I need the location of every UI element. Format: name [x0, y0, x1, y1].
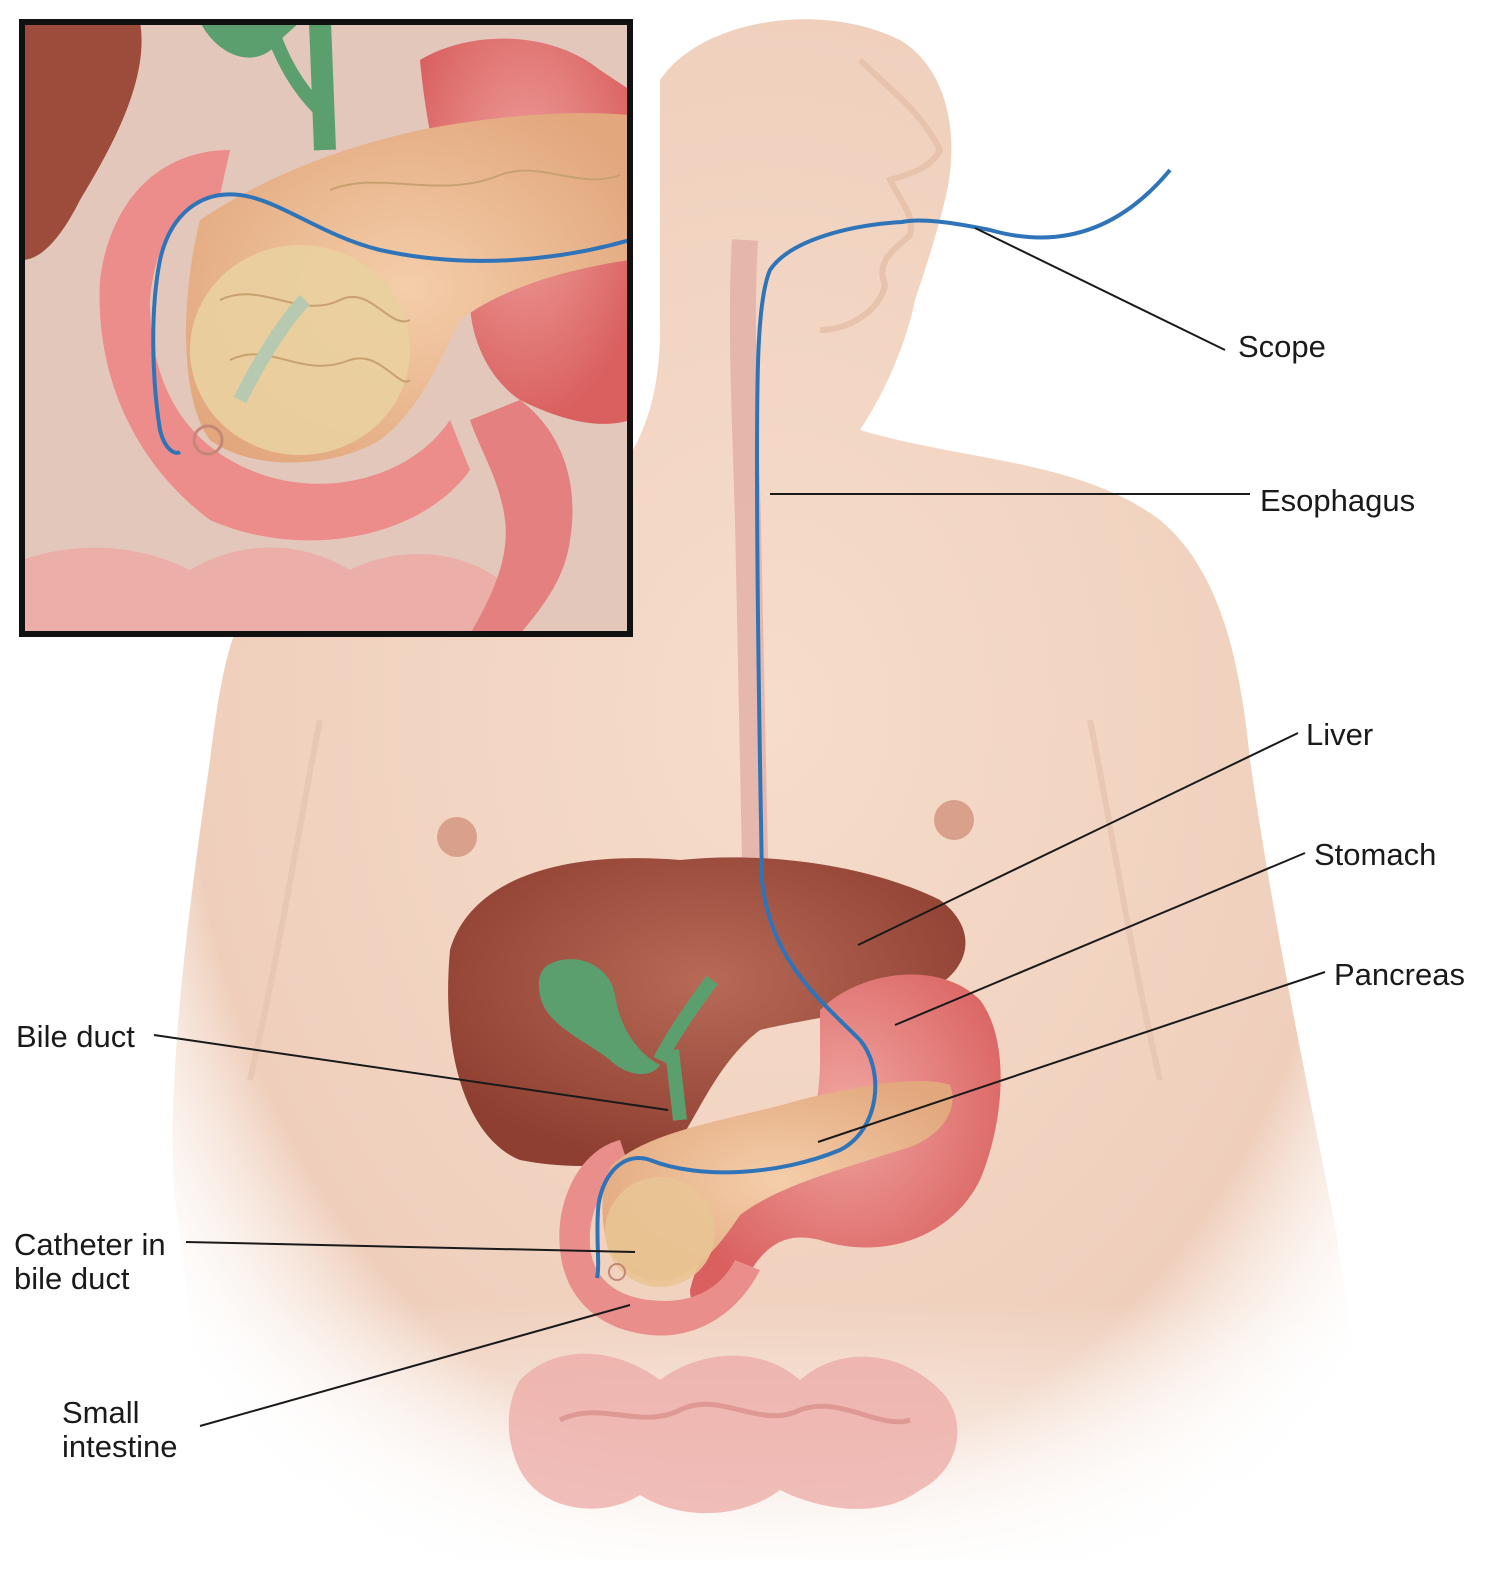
label-scope: Scope [1238, 329, 1326, 364]
label-liver: Liver [1306, 717, 1374, 752]
label-catheter-line2: bile duct [14, 1261, 130, 1296]
leader-catheter [185, 1241, 636, 1253]
duodenum [559, 1140, 760, 1336]
label-catheter-line1: Catheter in [14, 1227, 166, 1262]
right-nipple [934, 800, 974, 840]
leader-liver [857, 732, 1299, 946]
gallbladder [538, 959, 718, 1121]
leader-scope [974, 227, 1226, 351]
scope-cable [595, 168, 1172, 1279]
inset-frame [19, 19, 633, 637]
label-catheter-in-bile-duct: Catheter in bile duct [14, 1228, 166, 1296]
inset-panel [19, 19, 633, 637]
label-esophagus: Esophagus [1260, 483, 1416, 518]
esophagus [729, 239, 768, 861]
leader-lines [153, 227, 1326, 1427]
left-nipple [437, 817, 477, 857]
leader-pancreas [817, 971, 1326, 1143]
inset-scope-cable [151, 192, 630, 455]
catheter-tip [608, 1263, 626, 1281]
leader-bile-duct [153, 1034, 669, 1111]
pancreas-head [605, 1177, 715, 1287]
label-small-line2: intestine [62, 1429, 178, 1464]
label-small-line1: Small [62, 1395, 140, 1430]
label-bile-duct: Bile duct [16, 1019, 135, 1054]
label-pancreas: Pancreas [1334, 957, 1465, 992]
small-intestine [508, 1353, 958, 1514]
label-stomach: Stomach [1314, 837, 1437, 872]
leader-stomach [894, 852, 1306, 1026]
label-small-intestine: Small intestine [62, 1396, 177, 1464]
liver [448, 857, 966, 1166]
leader-small-intestine [199, 1304, 631, 1427]
